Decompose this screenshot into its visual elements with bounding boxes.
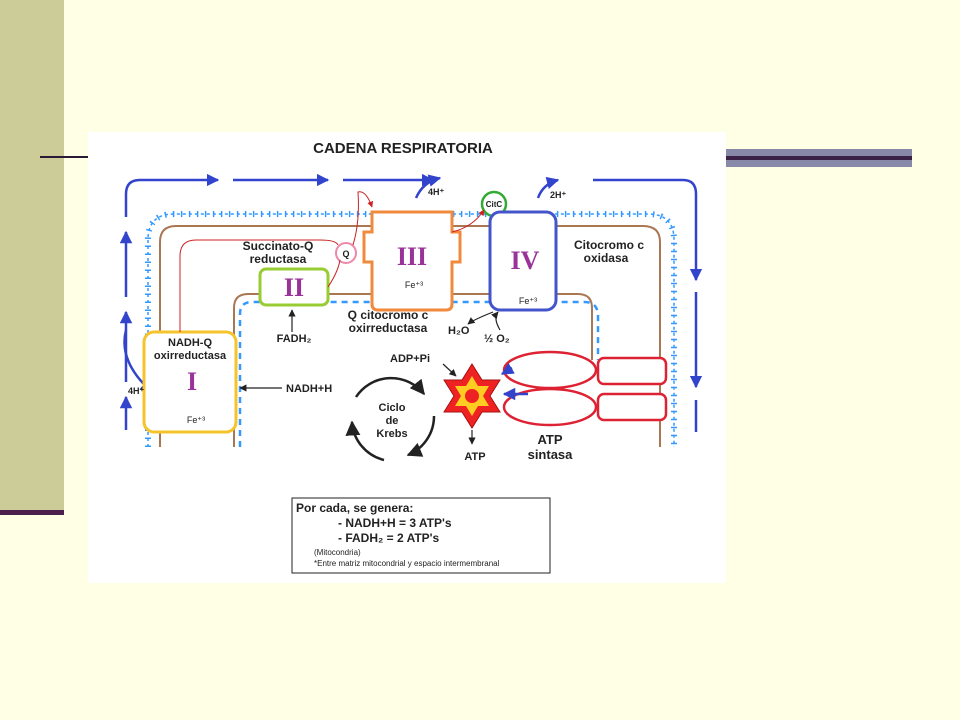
complex-i-iron: Fe⁺³	[187, 415, 205, 425]
outer-membrane-plus	[145, 211, 677, 447]
electron-path-iii-citc	[451, 209, 485, 233]
q-carrier	[335, 242, 357, 264]
krebs-cycle	[345, 376, 436, 462]
atp-out-label: ATP	[464, 451, 485, 463]
complex-iii-name-line2: oxirreductasa	[349, 321, 428, 335]
left-decor-band	[0, 0, 64, 512]
title-rule-accent	[726, 149, 912, 167]
atp-synthase	[502, 350, 668, 427]
complex-iv-name-line2: oxidasa	[584, 251, 629, 265]
respiratory-chain-figure: CADENA RESPIRATORIA NADH-Q oxirreductasa…	[88, 132, 726, 583]
complex-iv-numeral: IV	[511, 246, 540, 275]
summary-box	[291, 497, 551, 574]
fadh2-label: FADH₂	[277, 333, 312, 345]
oxygen-arrow	[491, 311, 501, 331]
electron-path	[179, 239, 339, 332]
water-arrow	[467, 311, 494, 325]
complex-i-name-line2: oxirreductasa	[154, 350, 227, 362]
water-label: H₂O	[448, 325, 470, 337]
protons-iv-label: 2H⁺	[550, 190, 567, 200]
complex-iv-name-line1: Citocromo c	[574, 238, 644, 252]
complex-i-numeral: I	[187, 367, 197, 396]
adp-pi-label: ADP+Pi	[390, 353, 430, 365]
atp-synthase-line2: sintasa	[528, 447, 574, 462]
electron-path-ii-q	[327, 259, 341, 288]
summary-note1: (Mitocondria)	[314, 548, 361, 557]
summary-note2: *Entre matriz mitocondrial y espacio int…	[314, 559, 500, 568]
complex-iii-name-line1: Q citocromo c	[348, 308, 429, 322]
krebs-label-line3: Krebs	[376, 428, 407, 440]
summary-heading: Por cada, se genera:	[296, 501, 413, 515]
respiratory-chain-diagram: CADENA RESPIRATORIA NADH-Q oxirreductasa…	[119, 140, 703, 574]
krebs-label-line1: Ciclo	[379, 402, 406, 414]
electron-path-q-iii	[352, 191, 374, 246]
atp-synthase-line1: ATP	[537, 432, 562, 447]
citc-carrier-label: CitC	[486, 200, 503, 209]
complex-iii-numeral: III	[397, 242, 427, 271]
oxygen-label: ½ O₂	[484, 333, 510, 345]
protons-left-label: 4H⁺	[128, 386, 145, 396]
complex-iii-iron: Fe⁺³	[405, 280, 423, 290]
adp-arrow	[442, 363, 457, 377]
krebs-label-line2: de	[386, 415, 399, 427]
left-decor-line	[0, 510, 64, 515]
summary-line2: - FADH₂ = 2 ATP's	[338, 531, 440, 545]
atp-synthase-arrow-in	[500, 362, 515, 376]
complex-i	[142, 330, 238, 434]
complex-i-name-line1: NADH-Q	[168, 337, 212, 349]
diagram-title: CADENA RESPIRATORIA	[313, 140, 493, 157]
complex-ii-numeral: II	[284, 273, 304, 302]
atp-star	[443, 363, 501, 429]
complex-ii-name-line2: reductasa	[250, 252, 307, 266]
complex-iv	[488, 210, 558, 312]
inner-membrane-dashes	[238, 300, 600, 447]
complex-ii-name-line1: Succinato-Q	[243, 239, 314, 253]
q-carrier-label: Q	[342, 249, 349, 259]
nadh-label: NADH+H	[286, 383, 332, 395]
summary-line1: - NADH+H = 3 ATP's	[338, 516, 452, 530]
complex-iv-iron: Fe⁺³	[519, 296, 537, 306]
protons-iii-label: 4H⁺	[428, 187, 445, 197]
complex-iii	[362, 210, 462, 312]
